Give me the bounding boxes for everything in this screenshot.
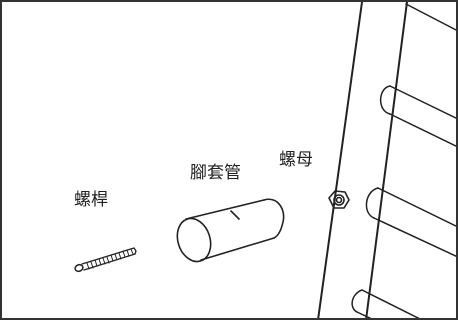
bolt [74,247,137,273]
nut [328,190,350,209]
leg-sleeve-label: 腳套管 [190,163,241,183]
nut-label: 螺母 [279,150,313,170]
frame-panel [317,2,456,318]
bolt-label: 螺桿 [74,190,108,210]
leg-sleeve [176,198,285,263]
